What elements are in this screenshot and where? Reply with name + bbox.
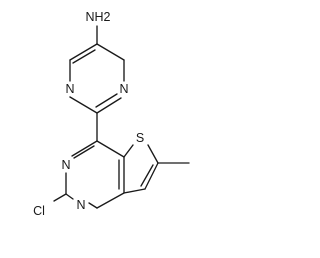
sulfur-label: S [136, 131, 144, 145]
amine-label: NH2 [85, 10, 110, 24]
chemical-structure-diagram: NH2 N N N N S Cl [33, 10, 190, 218]
chlorine-label: Cl [33, 204, 45, 218]
bond-lines [53, 25, 190, 209]
pyrimidine-n-left-label: N [65, 82, 74, 96]
pyrimidine-n-right-label: N [119, 82, 128, 96]
fused-n-lower-label: N [76, 198, 85, 212]
fused-n-upper-label: N [61, 158, 70, 172]
